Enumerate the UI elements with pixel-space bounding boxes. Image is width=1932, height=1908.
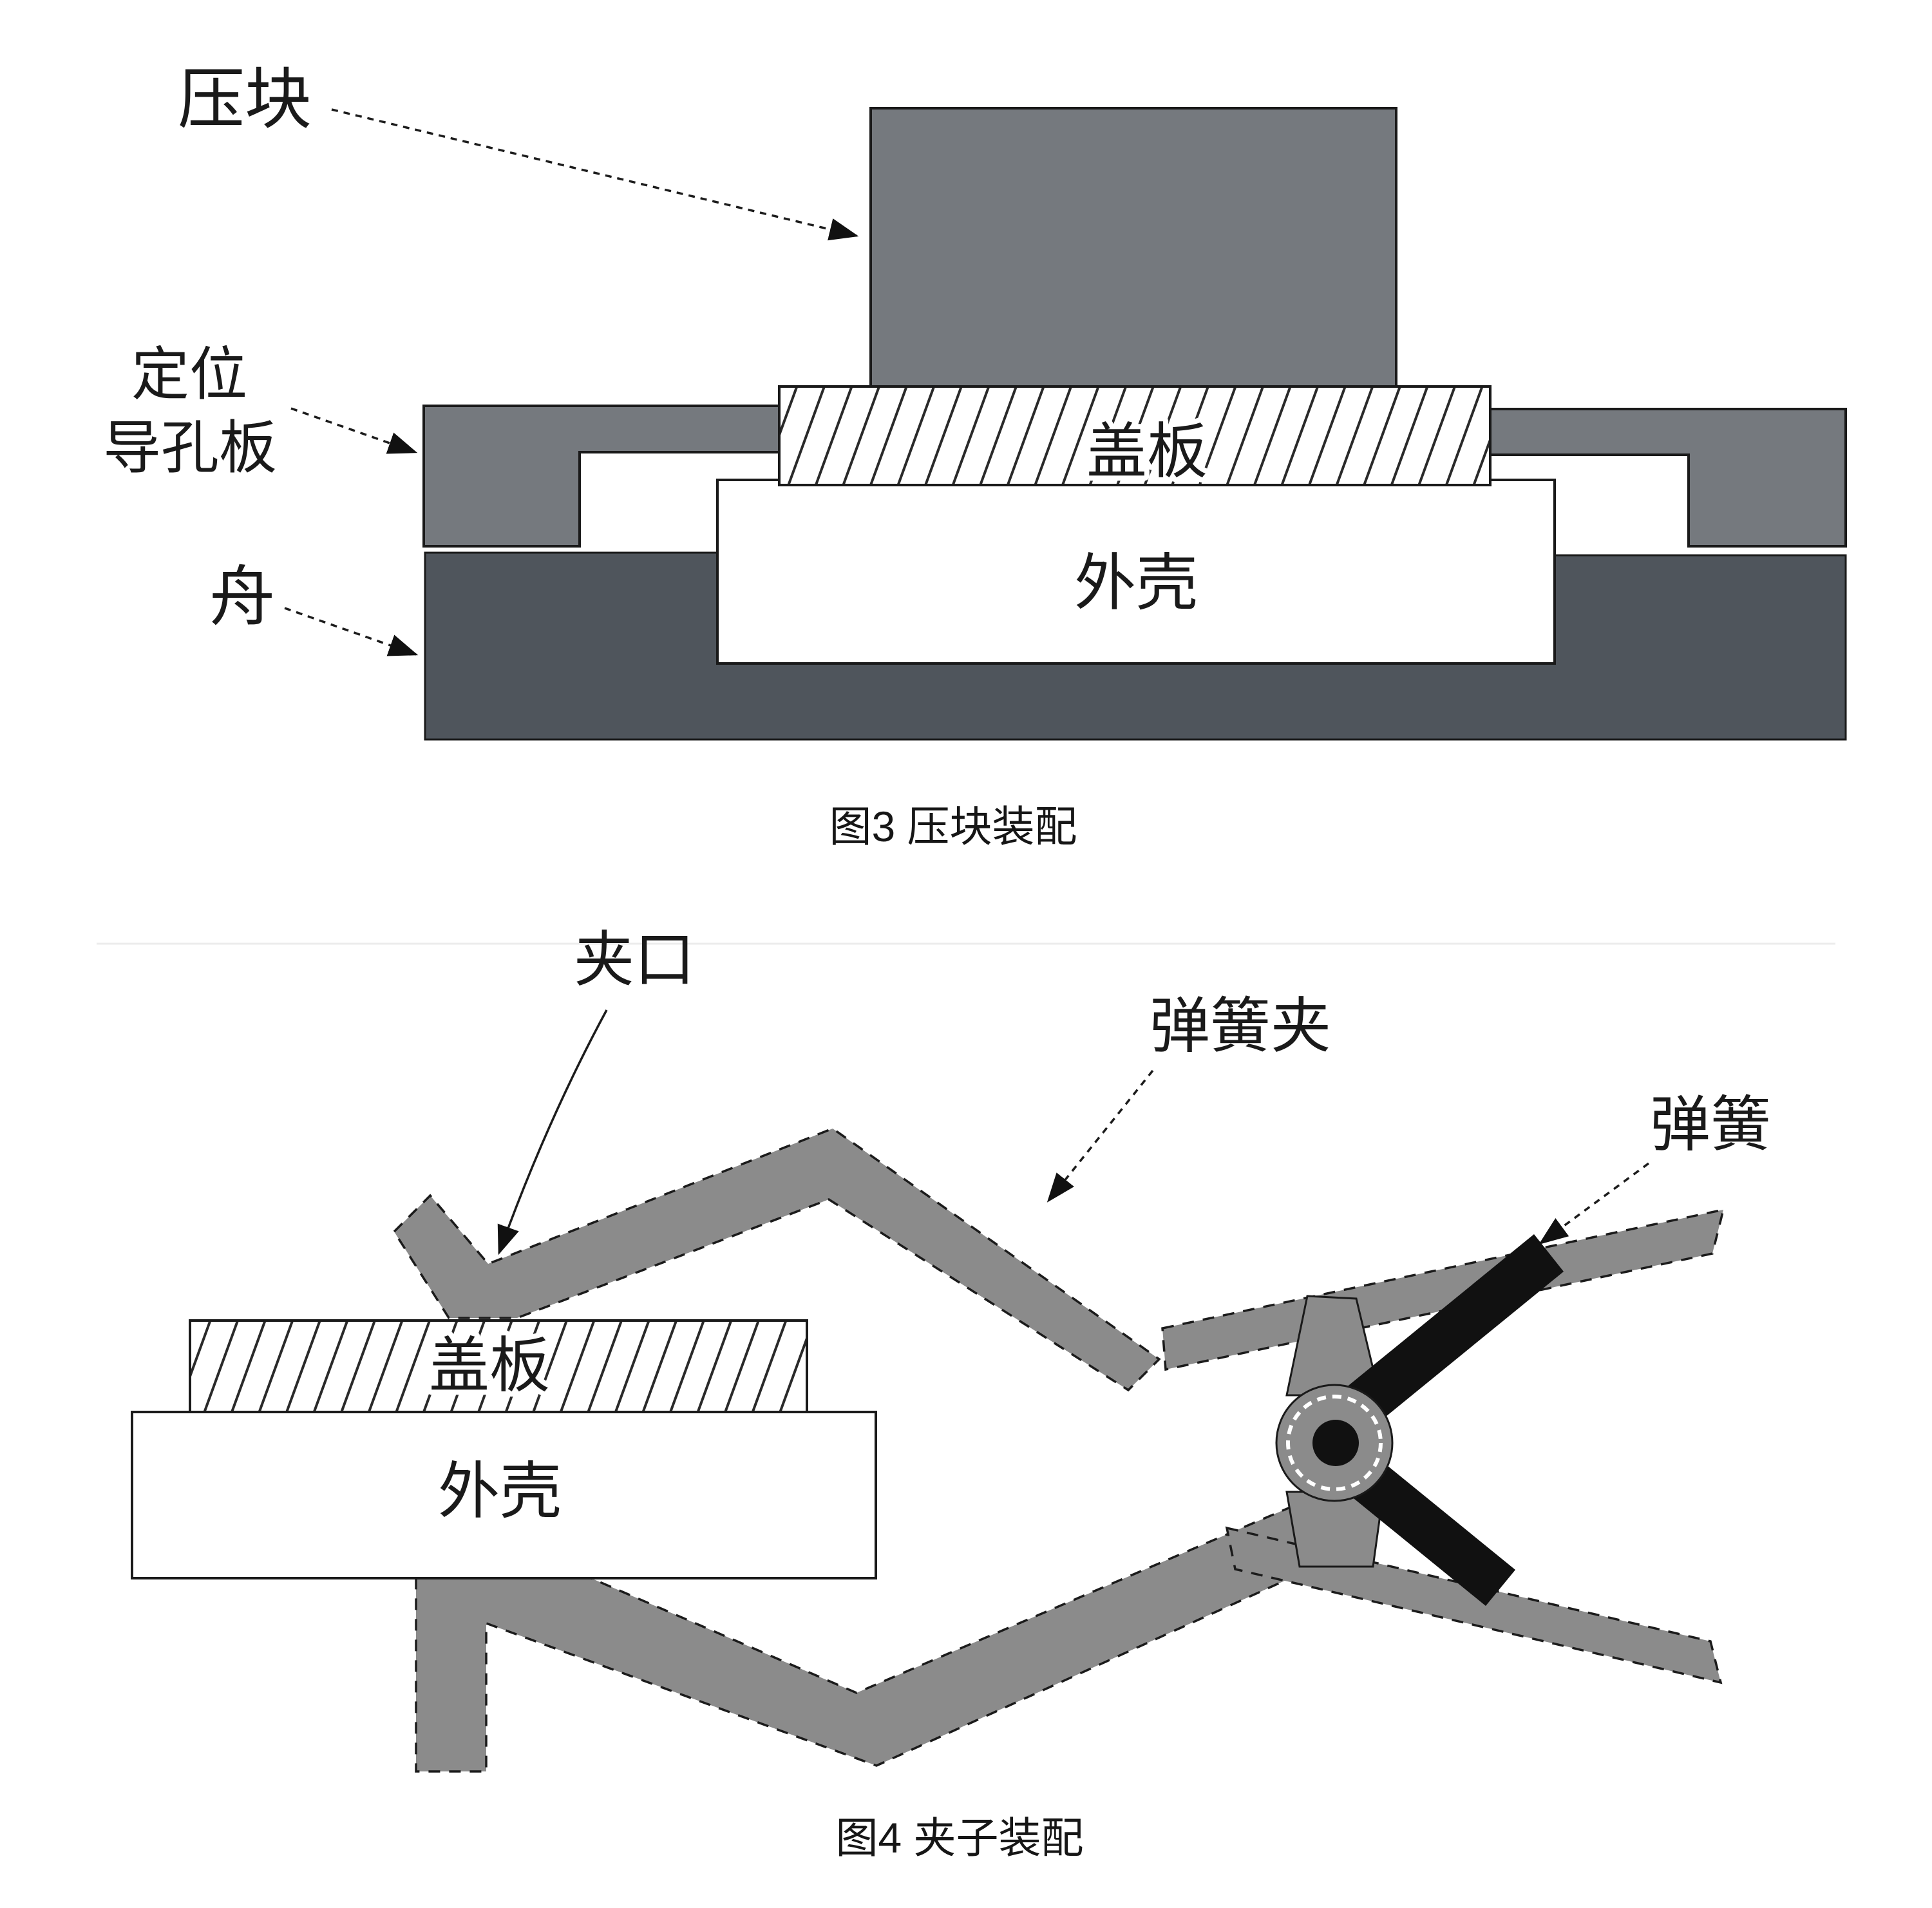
pivot-ring-shape <box>1286 1395 1383 1491</box>
clip-lower-arm-shape <box>415 1504 1323 1773</box>
spring-upper-band-shape <box>1325 1234 1564 1442</box>
spring-lower-band-shape <box>1347 1457 1515 1606</box>
clip-jaw-label: 夹口 <box>574 927 695 994</box>
spring-label: 弹簧 <box>1650 1092 1771 1159</box>
figure4-diagram: 盖板 外壳 夹口 弹簧夹 弹簧 图4 夹子装配 <box>131 927 1771 1862</box>
cover-plate-hatch-fig3 <box>778 385 1492 486</box>
pressure-block-shape <box>869 107 1397 388</box>
press-block-arrow <box>331 108 859 241</box>
press-block-label: 压块 <box>178 63 312 137</box>
positioning-plate-arrow <box>290 407 418 454</box>
shell-label-fig4: 外壳 <box>438 1457 562 1526</box>
figure3-caption: 图3 压块装配 <box>829 803 1077 850</box>
cover-plate-label-fig4: 盖板 <box>429 1333 550 1400</box>
cover-plate-label-fig3: 盖板 <box>1086 419 1208 486</box>
pivot-pin-shape <box>1312 1420 1359 1466</box>
spring-clip-arrow <box>1046 1069 1154 1203</box>
boat-label: 舟 <box>209 562 275 634</box>
positioning-plate-label-line1: 定位 <box>131 343 247 407</box>
figure4-caption: 图4 夹子装配 <box>835 1814 1083 1862</box>
shell-box-fig3 <box>716 479 1556 665</box>
shell-label-fig3: 外壳 <box>1074 549 1198 618</box>
spring-arrow <box>1539 1162 1650 1245</box>
clip-jaw-arrow <box>497 1009 608 1255</box>
figure3-diagram: 盖板 外壳 压块 定位 导孔板 舟 图3 压块装配 <box>103 63 1847 850</box>
spring-clip-label: 弹簧夹 <box>1150 993 1331 1060</box>
clip-upper-arm-shape <box>392 1127 1161 1392</box>
boat-arrow <box>284 607 419 656</box>
shell-box-fig4 <box>131 1411 877 1579</box>
positioning-plate-label-line2: 导孔板 <box>103 417 277 481</box>
